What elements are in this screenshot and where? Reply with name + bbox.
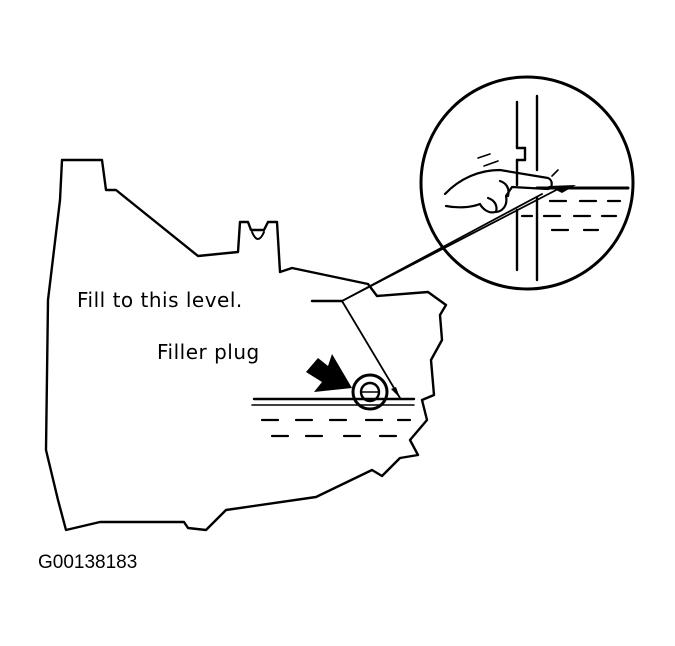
detail-fluid-dashes (520, 199, 622, 232)
filler-hole-edge (515, 94, 539, 282)
transmission-case-outline (44, 158, 448, 532)
filler-plug-arrow-icon (306, 354, 352, 392)
filler-plug-label: Filler plug (157, 340, 260, 364)
fill-level-label: Fill to this level. (77, 288, 243, 312)
filler-plug-icon (351, 373, 389, 411)
fill-level-arrowhead-icon (391, 387, 400, 398)
case-notch (251, 231, 265, 240)
case-fluid-dashes (260, 418, 412, 438)
figure-id: G00138183 (38, 552, 138, 573)
detail-magnifier-circle (419, 75, 635, 291)
finger-icon (443, 153, 559, 214)
detail-fluid-wedge (548, 185, 576, 193)
fill-level-arrow-line (341, 300, 401, 399)
